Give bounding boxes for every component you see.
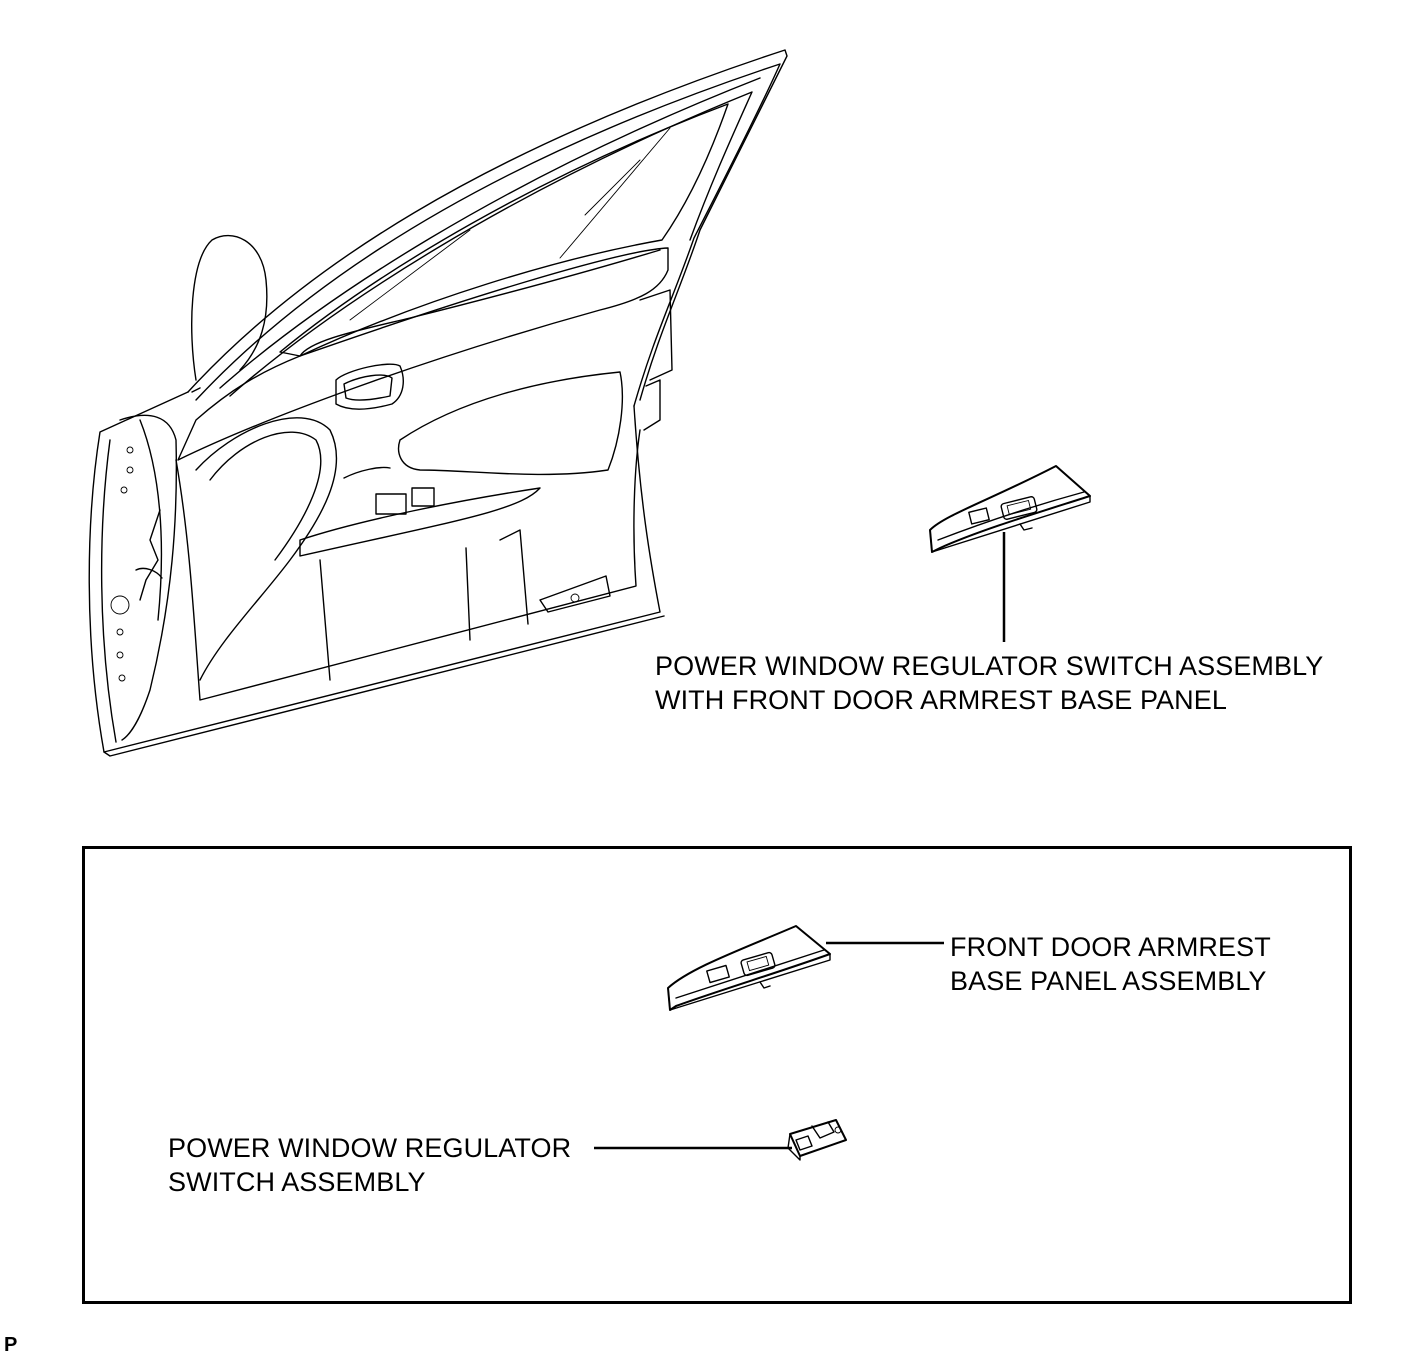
page-mark: P	[4, 1334, 18, 1356]
switch-label-line1: POWER WINDOW REGULATOR	[168, 1133, 572, 1163]
base-panel-label-line2: BASE PANEL ASSEMBLY	[950, 966, 1267, 996]
armrest-base-panel	[667, 925, 831, 1011]
detail-frame	[82, 846, 1352, 1304]
assembly-with-panel-label-line2: WITH FRONT DOOR ARMREST BASE PANEL	[655, 685, 1227, 715]
assembly-with-panel-label-line1: POWER WINDOW REGULATOR SWITCH ASSEMBLY	[655, 651, 1324, 681]
front-door-illustration	[88, 49, 788, 757]
window-switch	[787, 1119, 847, 1161]
switch-panel-assembly	[929, 465, 1091, 553]
switch-label-line2: SWITCH ASSEMBLY	[168, 1167, 426, 1197]
base-panel-label-line1: FRONT DOOR ARMREST	[950, 932, 1271, 962]
